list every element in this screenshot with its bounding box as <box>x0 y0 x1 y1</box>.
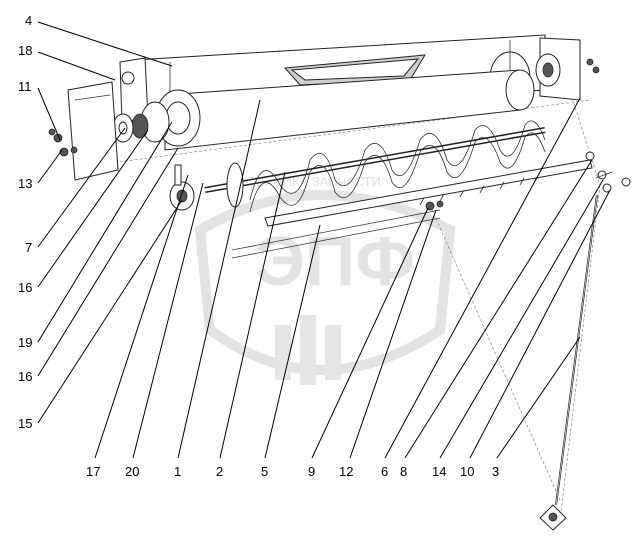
leader-lines <box>37 21 611 459</box>
callout-6: 6 <box>381 464 389 479</box>
callout-12: 12 <box>339 464 354 479</box>
coupling <box>169 164 195 211</box>
callout-4: 4 <box>25 13 33 28</box>
auger-shaft <box>204 127 546 208</box>
callout-17: 17 <box>86 464 101 479</box>
auger-tube <box>164 69 535 151</box>
callout-1: 1 <box>174 464 182 479</box>
control-rod <box>539 194 598 531</box>
callout-15: 15 <box>18 416 33 431</box>
lever-pivots <box>585 151 631 193</box>
callout-3: 3 <box>492 464 500 479</box>
callout-16-lower: 16 <box>18 369 33 384</box>
callout-18: 18 <box>18 43 33 58</box>
watermark-logo: ЭПФ ТЕХНИКА ЗАПЧАСТИ <box>194 174 456 385</box>
callout-2: 2 <box>216 464 224 479</box>
callout-13: 13 <box>18 176 33 191</box>
clamp <box>425 200 444 211</box>
auger-flights <box>249 120 546 213</box>
callout-7: 7 <box>25 240 33 255</box>
callout-8: 8 <box>400 464 408 479</box>
callout-19: 19 <box>18 335 33 350</box>
callout-20: 20 <box>125 464 140 479</box>
callout-9: 9 <box>308 464 316 479</box>
left-bracket <box>48 81 119 181</box>
left-bearing-housing <box>112 89 201 147</box>
callout-16-upper: 16 <box>18 280 33 295</box>
right-end-plate <box>535 37 600 101</box>
watermark-text: ЭПФ <box>255 222 415 300</box>
callout-11: 11 <box>18 79 32 94</box>
callout-10: 10 <box>460 464 475 479</box>
callout-14: 14 <box>432 464 447 479</box>
callout-5: 5 <box>261 464 269 479</box>
